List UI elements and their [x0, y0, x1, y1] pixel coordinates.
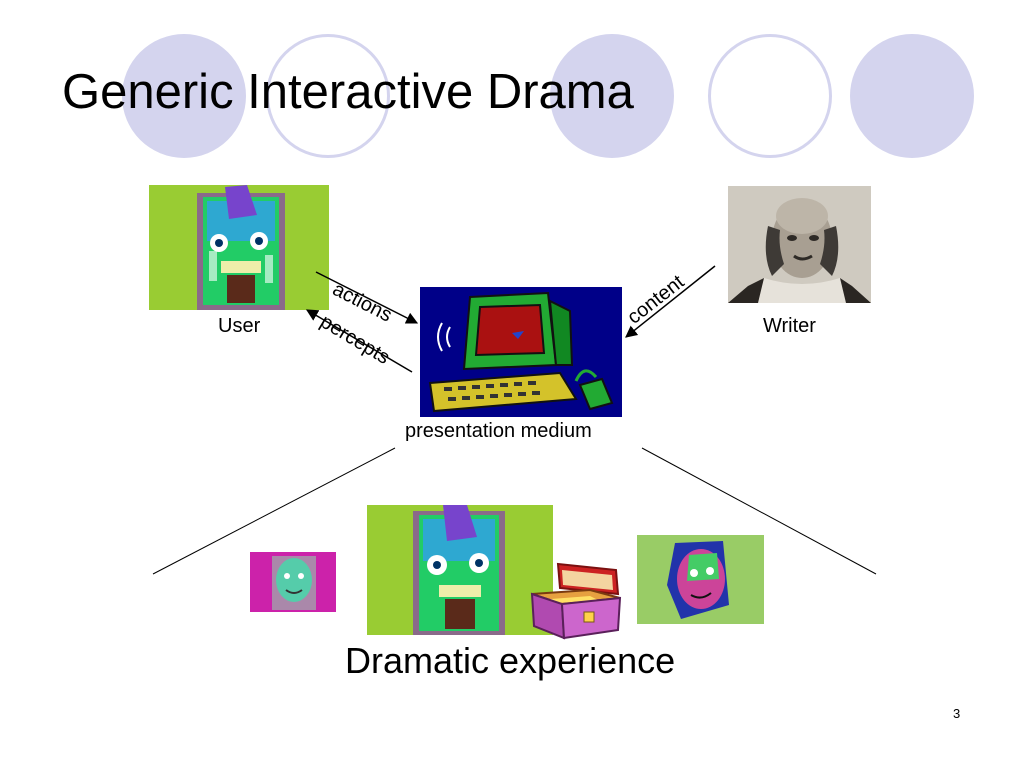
writer-label: Writer	[763, 315, 816, 337]
percepts-arrow	[305, 309, 413, 373]
experience-caption: Dramatic experience	[345, 640, 676, 681]
experience-right-line	[641, 447, 877, 575]
decor-circle-5	[850, 34, 974, 158]
user-character-image	[367, 505, 553, 635]
experience-left-line	[152, 447, 396, 575]
user-image	[149, 185, 329, 310]
page-number: 3	[953, 706, 961, 721]
decor-circle-1	[122, 34, 246, 158]
slide-title: Generic Interactive Drama	[62, 65, 634, 119]
decor-circle-2	[266, 34, 390, 158]
treasure-chest-image	[528, 560, 628, 640]
medium-label: presentation medium	[405, 420, 592, 442]
content-arrow	[625, 265, 716, 338]
user-label: User	[218, 315, 261, 337]
writer-image	[728, 186, 871, 303]
computer-image	[420, 287, 622, 417]
decor-circle-3	[550, 34, 674, 158]
character-face-image	[637, 535, 764, 624]
character-small-image	[250, 552, 336, 612]
actions-arrow	[315, 271, 419, 324]
decor-circle-4	[708, 34, 832, 158]
